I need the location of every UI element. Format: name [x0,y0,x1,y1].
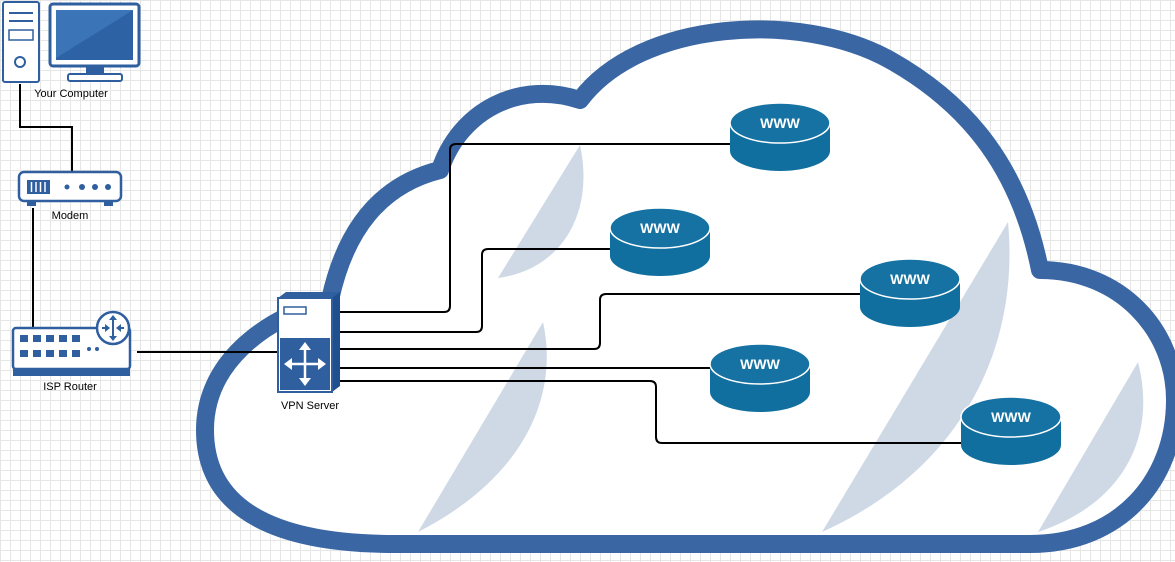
connector-computer-modem [19,84,73,172]
vpn-server[interactable]: VPN Server [277,292,340,412]
isp-router-label: ISP Router [43,381,97,393]
router-icon [11,310,132,376]
cloud-reflections [418,145,1144,532]
database-icon [729,102,831,171]
connector-vpn-www-3 [340,293,862,350]
www-label: WWW [991,409,1031,425]
vpn-server-icon [277,292,340,393]
www-label: WWW [640,220,680,236]
www-site-3[interactable]: WWW [859,258,961,327]
computer-label: Your Computer [34,88,108,100]
www-site-5[interactable]: WWW [960,396,1062,465]
your-computer[interactable]: Your Computer [2,1,141,100]
connector-vpn-www-5 [340,380,964,444]
modem-label: Modem [52,210,89,222]
cloud [196,20,1175,553]
database-icon [709,343,811,412]
www-label: WWW [760,115,800,131]
database-icon [960,396,1062,465]
database-icon [609,207,711,276]
www-site-1[interactable]: WWW [729,102,831,171]
modem-icon [17,170,123,206]
www-site-4[interactable]: WWW [709,343,811,412]
www-label: WWW [890,271,930,287]
www-site-2[interactable]: WWW [609,207,711,276]
connector-vpn-www-2 [340,248,612,333]
www-label: WWW [740,356,780,372]
isp-router[interactable]: ISP Router [11,310,132,393]
database-icon [859,258,961,327]
connectors [19,84,964,444]
cloud-outline [196,20,1175,553]
cloud-fill [205,29,1175,545]
vpn-server-label: VPN Server [281,400,339,412]
modem[interactable]: Modem [17,170,123,222]
desktop-computer-icon [2,1,141,83]
connector-vpn-www-1 [340,143,733,313]
